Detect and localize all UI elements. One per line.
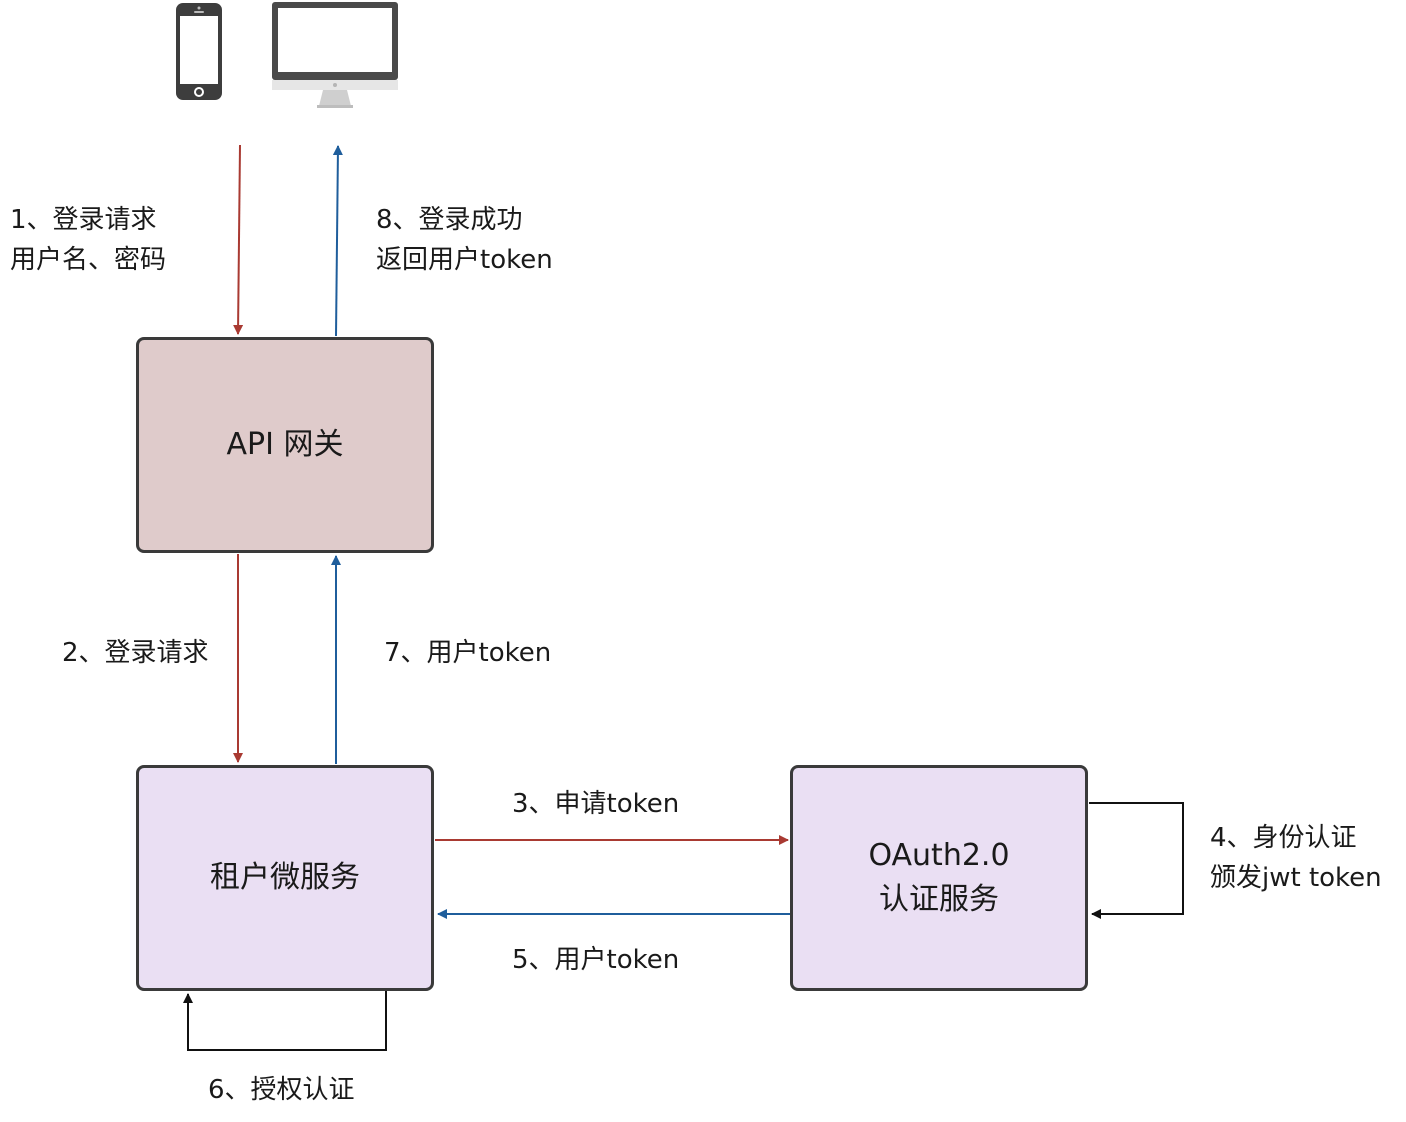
api-gateway-label: API 网关 <box>226 427 344 462</box>
oauth-service-label-line2: 认证服务 <box>879 882 999 917</box>
oauth-service-node: OAuth2.0 认证服务 <box>790 765 1088 991</box>
step-6-label: 6、授权认证 <box>208 1075 355 1105</box>
api-gateway-node: API 网关 <box>136 337 434 553</box>
tenant-service-node: 租户微服务 <box>136 765 434 991</box>
step-5-label: 5、用户token <box>512 945 680 975</box>
monitor-icon <box>272 2 398 108</box>
step-8-label: 8、登录成功 返回用户token <box>376 205 553 275</box>
step-3-label: 3、申请token <box>512 789 680 819</box>
tenant-service-label: 租户微服务 <box>210 860 360 895</box>
step-7-label: 7、用户token <box>384 638 552 668</box>
step-1-label: 1、登录请求 用户名、密码 <box>10 205 167 275</box>
arrow-step-8 <box>332 145 343 337</box>
phone-icon <box>176 3 222 100</box>
oauth-service-label-line1: OAuth2.0 <box>868 838 1010 873</box>
step-2-label: 2、登录请求 <box>62 638 209 668</box>
arrow-step-1 <box>233 144 244 335</box>
loop-step-4 <box>1089 802 1184 919</box>
loop-step-6 <box>183 991 387 1051</box>
step-4-label: 4、身份认证 颁发jwt token <box>1210 823 1382 893</box>
